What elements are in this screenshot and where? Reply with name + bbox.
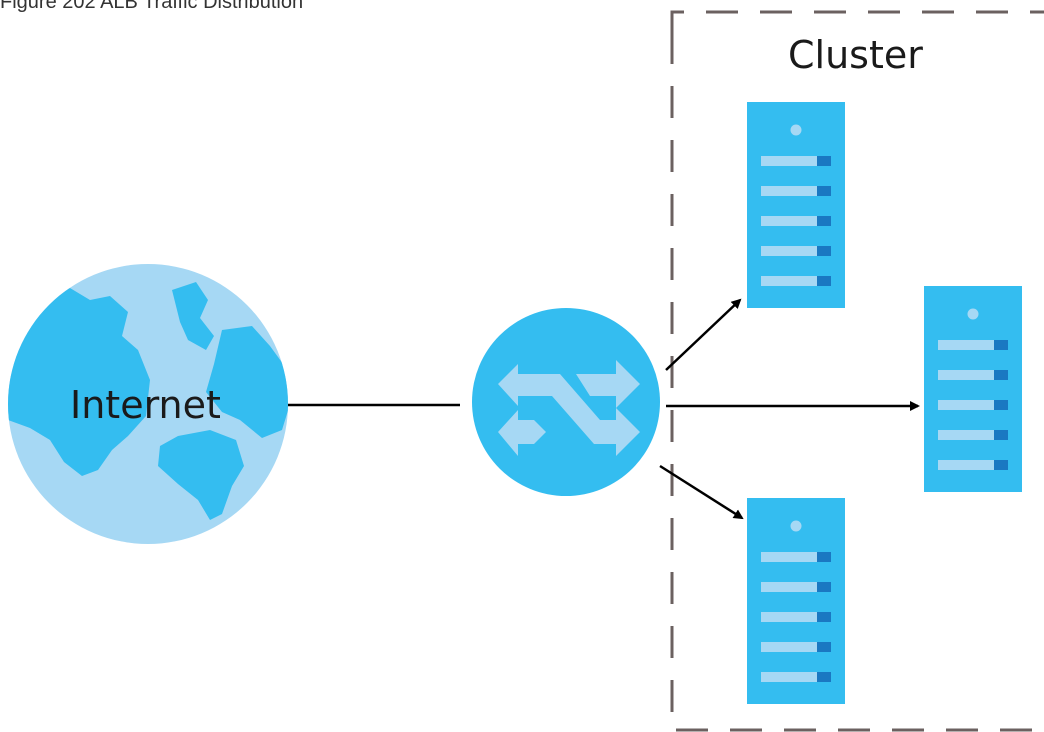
- cluster-boundary: [670, 10, 1044, 732]
- internet-label: Internet: [70, 383, 221, 427]
- server-icon: [924, 286, 1022, 492]
- globe-icon: [8, 264, 288, 544]
- arrow-to-server-bottom: [659, 464, 744, 520]
- cluster-label: Cluster: [788, 33, 923, 77]
- server-icon: [747, 102, 845, 308]
- load-balancer-icon: [472, 308, 660, 496]
- figure-caption: Figure 202 ALB Traffic Distribution: [0, 0, 304, 13]
- server-icon: [747, 498, 845, 704]
- arrow-to-server-top: [665, 298, 742, 371]
